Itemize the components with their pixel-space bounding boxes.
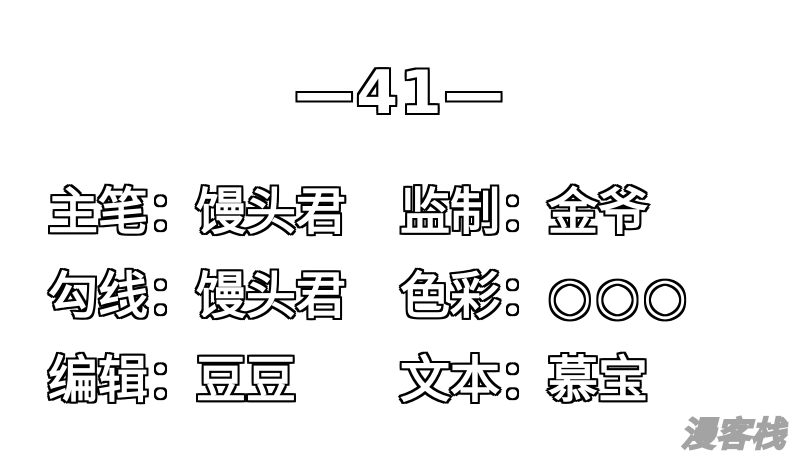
site-watermark-logo: 漫客栈	[680, 414, 786, 456]
credit-name: 馒头君	[195, 182, 348, 243]
chapter-number: —41—	[293, 57, 506, 130]
credit-colon: ：	[147, 266, 200, 327]
credit-colon: ：	[147, 182, 200, 243]
credit-coloring: 色彩：○○○	[399, 264, 720, 328]
credits-block: 主笔：馒头君 监制：金爷 勾线：馒头君 色彩：○○○ 编辑：豆豆 文本：慕宝	[47, 180, 768, 412]
credit-colon: ：	[499, 350, 552, 411]
credit-role: 文本	[399, 350, 502, 411]
credit-colon: ：	[499, 182, 552, 243]
credit-supervisor: 监制：金爷	[399, 180, 720, 244]
credit-colon: ：	[499, 266, 552, 327]
credit-role: 色彩	[399, 266, 502, 327]
credit-editor: 编辑：豆豆	[47, 348, 400, 412]
credit-colon: ：	[147, 350, 200, 411]
credit-name: 慕宝	[547, 350, 650, 411]
credit-name: 豆豆	[195, 350, 298, 411]
credit-main-artist: 主笔：馒头君	[47, 180, 400, 244]
credit-lineart: 勾线：馒头君	[47, 264, 400, 328]
credit-role: 编辑	[47, 350, 150, 411]
credit-name: ○○○	[547, 266, 691, 327]
credit-role: 勾线	[47, 266, 150, 327]
credit-role: 主笔	[47, 182, 150, 243]
credit-name: 馒头君	[195, 266, 348, 327]
credit-writer: 文本：慕宝	[399, 348, 720, 412]
credit-name: 金爷	[547, 182, 650, 243]
credit-role: 监制	[399, 182, 502, 243]
